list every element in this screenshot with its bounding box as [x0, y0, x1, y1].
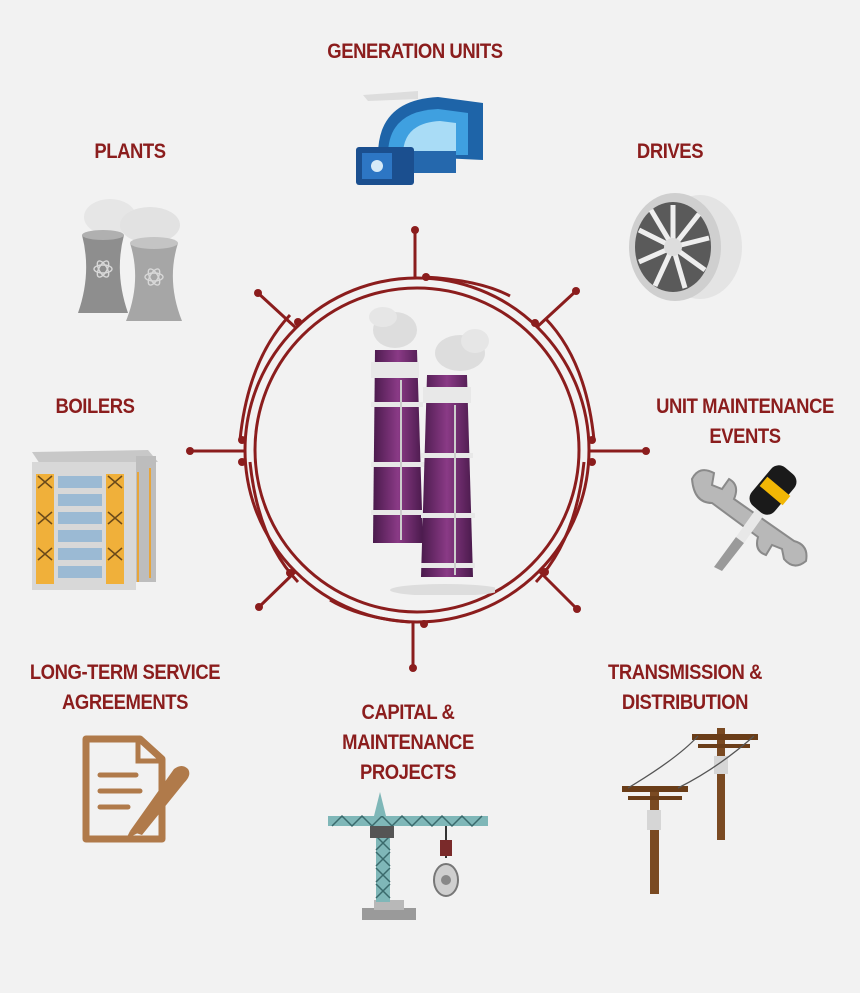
node-label-capital-maintenance-projects: CAPITAL & MAINTENANCE PROJECTS: [342, 701, 474, 784]
node-label-transmission-distribution: TRANSMISSION & DISTRIBUTION: [607, 661, 762, 714]
node-label-long-term-service-agreements: LONG-TERM SERVICE AGREEMENTS: [29, 661, 221, 714]
tower-crane-icon: [328, 792, 488, 920]
contract-pen-icon: [82, 735, 190, 843]
node-label-generation-units: GENERATION UNITS: [327, 40, 503, 63]
wrench-screwdriver-icon: [690, 465, 808, 571]
cooling-towers-icon: [78, 199, 182, 321]
jet-turbine-drive-icon: [629, 193, 742, 301]
boiler-building-icon: [32, 450, 158, 590]
node-label-unit-maintenance-events: UNIT MAINTENANCE EVENTS: [656, 395, 834, 448]
node-label-plants: PLANTS: [94, 140, 166, 163]
node-label-boilers: BOILERS: [55, 395, 135, 418]
utility-pole-icon: [622, 728, 758, 894]
turbine-generator-icon: [356, 91, 483, 185]
node-label-drives: DRIVES: [636, 140, 704, 163]
power-plant-chimneys-icon: [369, 307, 495, 595]
